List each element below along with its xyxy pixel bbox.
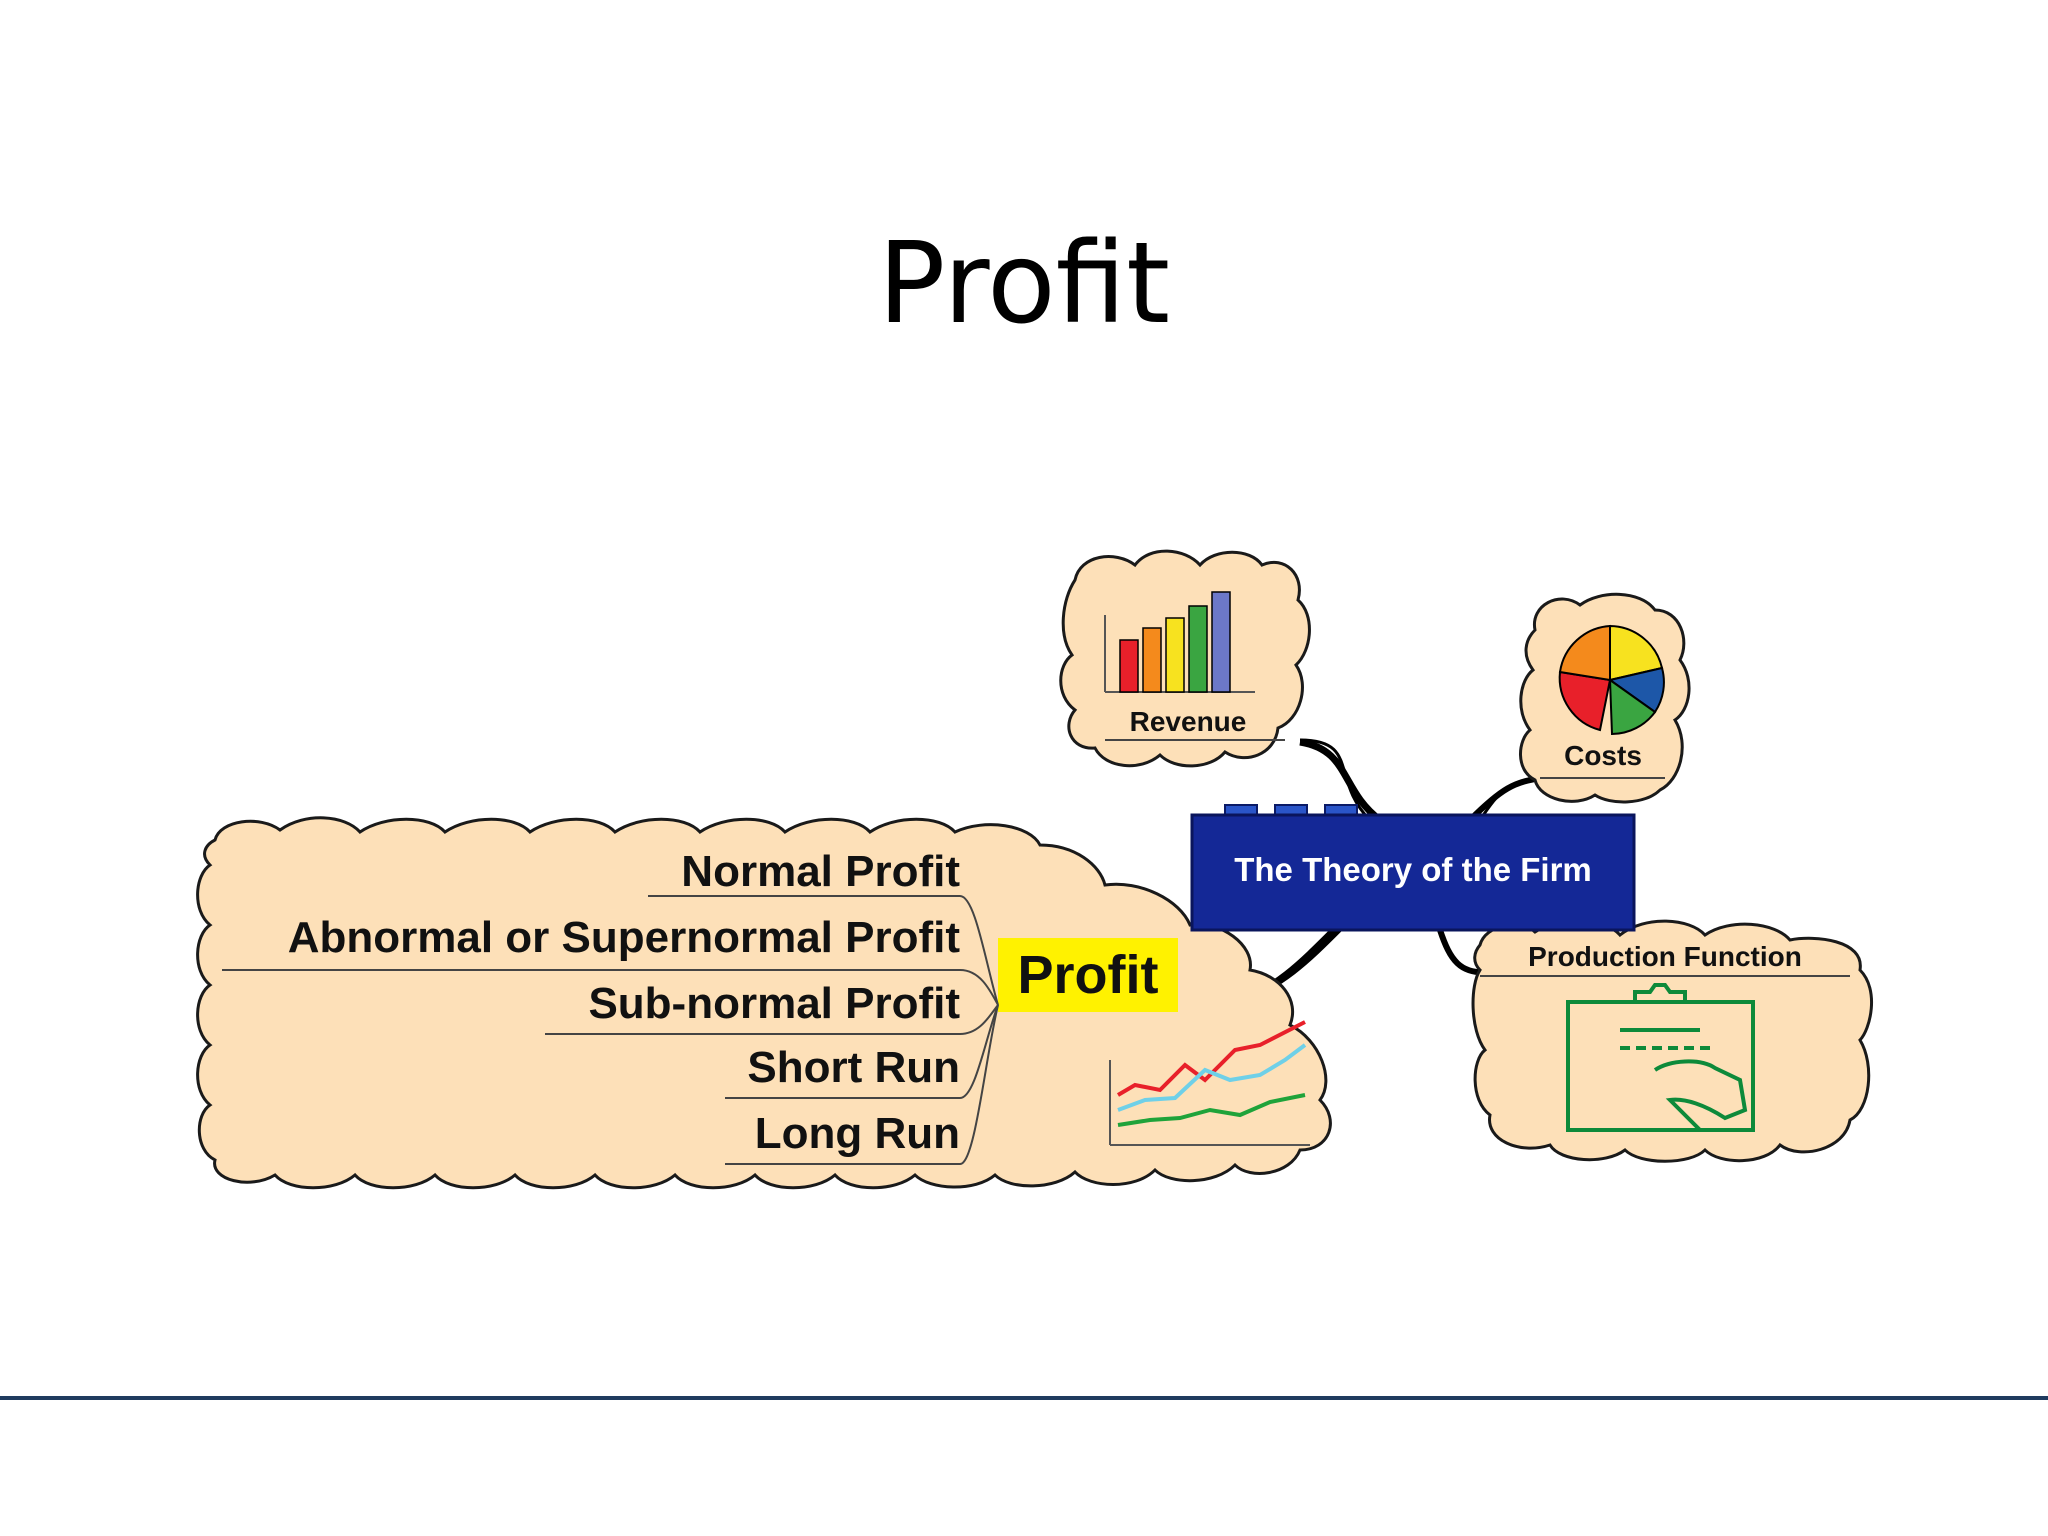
profit-subtopic-subnormal: Sub-normal Profit: [588, 979, 960, 1028]
costs-label: Costs: [1564, 740, 1642, 771]
profit-subtopic-lines: [222, 895, 999, 1165]
central-topic-label: The Theory of the Firm: [1234, 851, 1592, 888]
profit-node: Profit Normal Profit Abnormal or Superno…: [196, 816, 1332, 1190]
profit-cloud: [196, 816, 1332, 1190]
costs-node: Costs: [1519, 592, 1691, 804]
profit-subtopic-normal: Normal Profit: [681, 847, 960, 896]
connector-revenue-band: [1299, 738, 1383, 823]
revenue-label: Revenue: [1130, 706, 1247, 737]
pie-chart-icon: [1558, 624, 1665, 736]
production-node: Production Function: [1471, 919, 1874, 1163]
profit-subtopic-abnormal: Abnormal or Supernormal Profit: [288, 913, 961, 962]
profit-label: Profit: [1018, 945, 1159, 1005]
bar-chart-icon: [1104, 591, 1255, 693]
profit-subtopic-short-run: Short Run: [747, 1043, 960, 1092]
revenue-cloud: [1059, 549, 1311, 768]
central-topic: The Theory of the Firm: [1190, 804, 1636, 932]
profit-highlight: [998, 938, 1178, 1012]
production-label: Production Function: [1528, 941, 1802, 972]
slide-title: Profit: [877, 219, 1171, 349]
central-topic-box: [1190, 813, 1636, 932]
footer-divider: [0, 1396, 2048, 1400]
production-cloud: [1471, 919, 1874, 1163]
revenue-node: Revenue: [1059, 549, 1311, 768]
profit-subtopic-long-run: Long Run: [755, 1109, 960, 1158]
line-chart-icon: [1109, 1020, 1310, 1146]
clipboard-hand-icon: [1566, 983, 1755, 1132]
